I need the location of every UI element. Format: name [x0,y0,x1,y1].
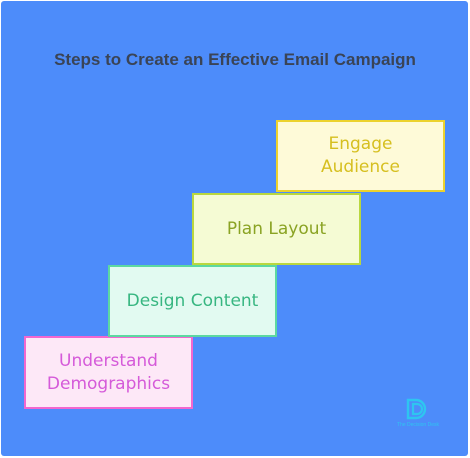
step-label-line-2: Audience [321,157,400,177]
diagram-title: Steps to Create an Effective Email Campa… [54,50,416,69]
step-design-content: Design Content [108,265,277,337]
dd-logo-icon [406,398,427,420]
step-label: Understand Demographics [47,350,170,396]
step-label: Design Content [127,290,259,313]
step-label-line-1: Plan Layout [226,218,327,239]
step-engage-audience: Engage Audience [276,120,445,192]
step-understand-demographics: Understand Demographics [24,336,193,409]
step-label-line-2: Demographics [46,373,171,394]
brand-logo-text: The Decision Desk [397,422,439,428]
brand-logo: The Decision Desk [388,398,448,438]
step-label-line-1: Engage [328,134,393,154]
step-label: Plan Layout [227,218,326,241]
step-label-line-1: Understand [59,350,158,371]
step-label: Engage Audience [321,133,400,179]
step-label-line-1: Design Content [126,290,259,311]
step-plan-layout: Plan Layout [192,193,361,265]
